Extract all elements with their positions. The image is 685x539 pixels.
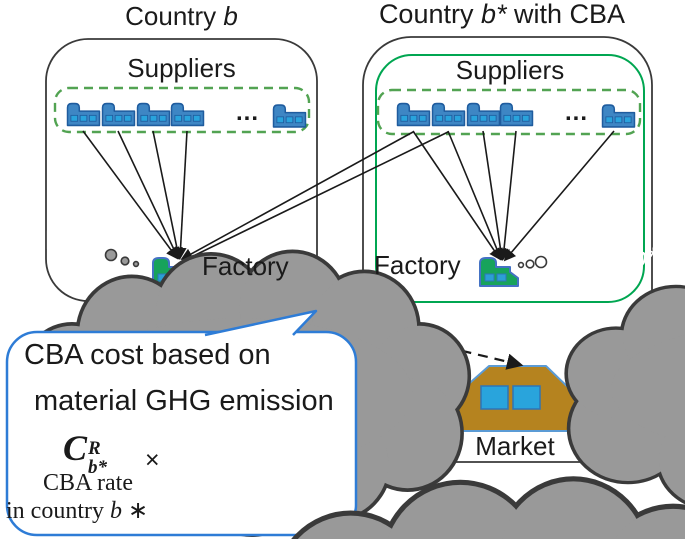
thought-bubbles-left — [104, 248, 140, 268]
supply-lines-cross-border — [180, 131, 449, 262]
supplier-icon — [101, 102, 136, 127]
callout-box — [5, 330, 358, 537]
country-bstar-outer-box — [362, 36, 653, 463]
callout-tail — [204, 309, 318, 337]
ghg-label-left: GHGb — [23, 225, 101, 255]
supplier-icon — [396, 102, 431, 127]
ellipsis-left: ... — [236, 99, 260, 126]
factory-label-left: Factory — [202, 251, 289, 281]
market-label: Market — [475, 431, 555, 461]
country-bstar-inner-box — [375, 54, 645, 303]
ghg-label-right: GHGb* — [570, 242, 658, 272]
supplier-icons-right — [396, 102, 636, 128]
callout-line2: material GHG emission — [34, 385, 334, 417]
factory-icon-right — [479, 257, 519, 287]
supply-lines-domestic-right — [412, 130, 615, 262]
thought-bubbles-right — [517, 255, 548, 269]
supplier-icon — [170, 102, 205, 127]
supplier-icon — [499, 102, 534, 127]
supplier-icon — [272, 104, 307, 128]
supplier-icon — [431, 102, 466, 127]
suppliers-label-right: Suppliers — [455, 55, 565, 85]
factory-label-right: Factory — [374, 250, 461, 280]
supplier-icon — [601, 104, 636, 128]
country-b-title: Country b — [125, 1, 238, 31]
callout-line1: CBA cost based on — [24, 339, 271, 371]
supplier-icons-left — [66, 102, 307, 128]
cba-rate-country-label: in country b ∗ — [6, 498, 149, 524]
suppliers-box-left — [53, 86, 311, 134]
supplier-icon — [66, 102, 101, 127]
supply-lines-domestic-left — [82, 130, 188, 260]
country-bstar-title: Country b* with CBA — [378, 0, 626, 29]
supplier-icon — [466, 102, 501, 127]
ghg-diff-label: GHGb-GHGb* — [180, 450, 348, 480]
multiply-sign: × — [145, 446, 160, 474]
suppliers-label-left: Suppliers — [127, 53, 236, 83]
market-windows — [480, 385, 541, 410]
cba-rate-label: CBA rate — [43, 470, 133, 496]
ellipsis-right: ... — [565, 99, 589, 126]
supplier-icon — [136, 102, 171, 127]
suppliers-box-right — [376, 88, 642, 136]
